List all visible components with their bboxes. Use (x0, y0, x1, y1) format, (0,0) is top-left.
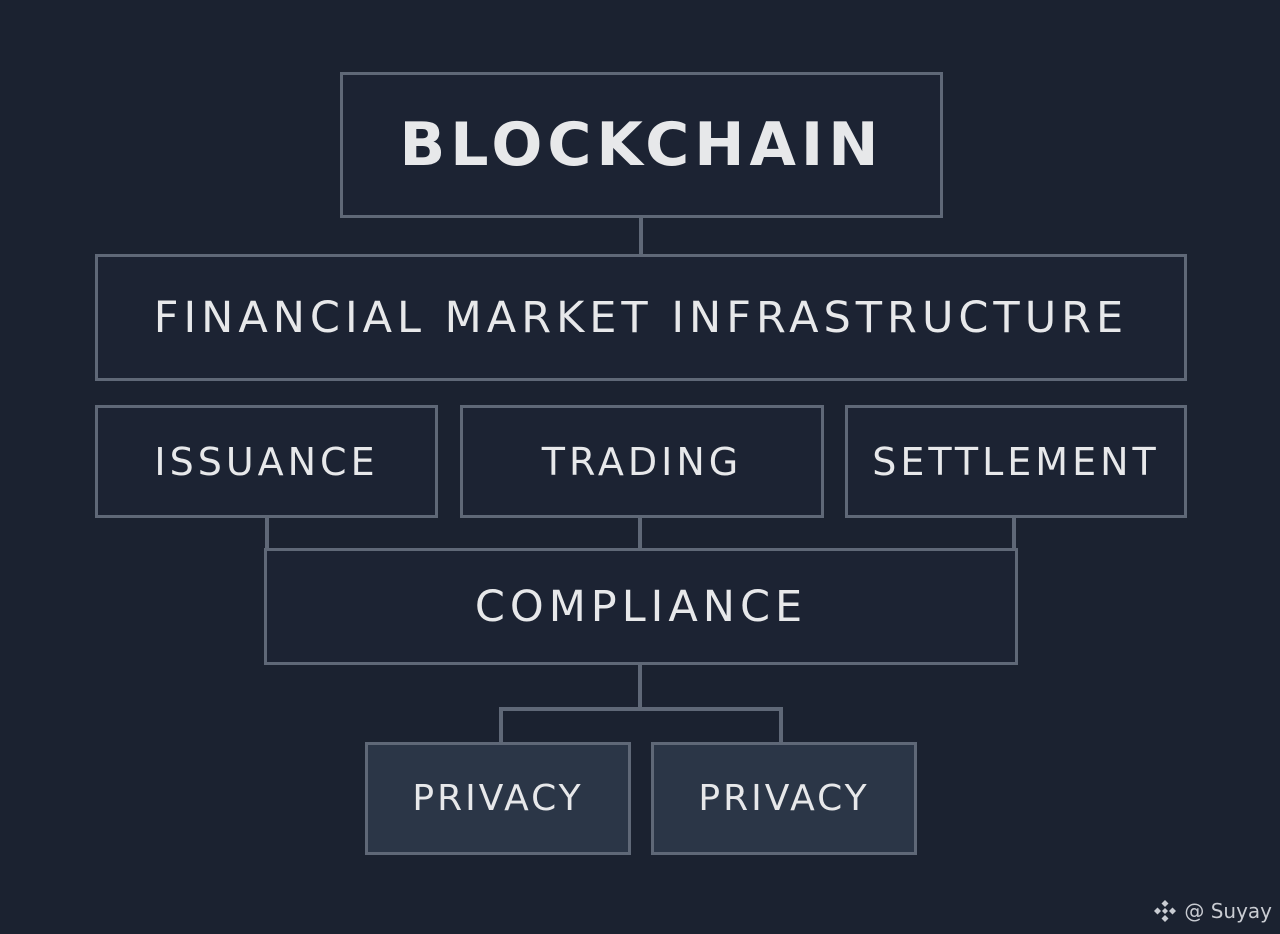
privacy-label-left: PRIVACY (412, 778, 584, 819)
binance-logo-icon (1154, 900, 1177, 922)
trading-box: TRADING (460, 405, 824, 518)
fmi-box: FINANCIAL MARKET INFRASTRUCTURE (95, 254, 1187, 381)
settlement-label: SETTLEMENT (872, 439, 1160, 484)
settlement-box: SETTLEMENT (845, 405, 1187, 518)
connector-blockchain-fmi (639, 216, 643, 256)
watermark-text: @ Suyay (1184, 899, 1272, 923)
connector-compliance-down (638, 663, 642, 709)
connector-issuance-down (265, 516, 269, 550)
watermark: @ Suyay (1152, 898, 1272, 924)
trading-label: TRADING (541, 439, 743, 484)
privacy-label-right: PRIVACY (698, 778, 870, 819)
issuance-box: ISSUANCE (95, 405, 438, 518)
connector-privacy-bar (499, 707, 783, 711)
fmi-label: FINANCIAL MARKET INFRASTRUCTURE (153, 292, 1129, 343)
privacy-box-left: PRIVACY (365, 742, 631, 855)
compliance-label: COMPLIANCE (474, 581, 808, 632)
compliance-box: COMPLIANCE (264, 548, 1018, 665)
privacy-box-right: PRIVACY (651, 742, 917, 855)
blockchain-label: BLOCKCHAIN (399, 110, 884, 180)
blockchain-box: BLOCKCHAIN (340, 72, 943, 218)
connector-trading-down (638, 516, 642, 550)
connector-settlement-down (1012, 516, 1016, 550)
connector-privacy-right (779, 707, 783, 745)
connector-privacy-left (499, 707, 503, 745)
issuance-label: ISSUANCE (154, 439, 379, 484)
